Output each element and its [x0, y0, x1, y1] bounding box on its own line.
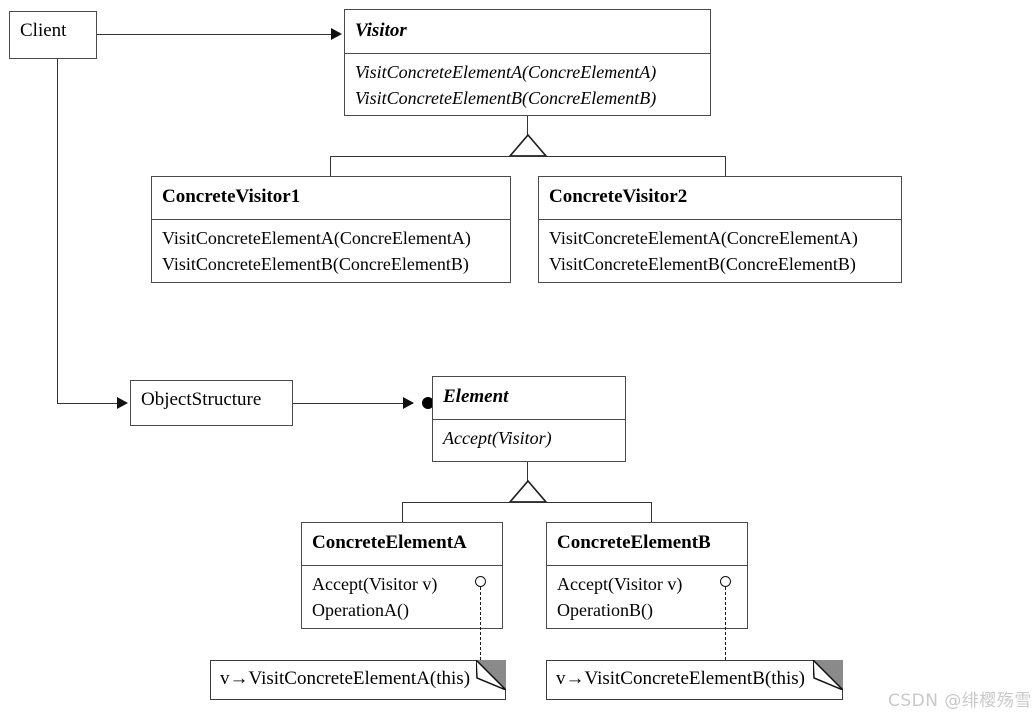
concrete-element-b-member-1: OperationB() — [557, 599, 653, 620]
concrete-visitor-2-member-0: VisitConcreteElementA(ConcreElementA) — [549, 228, 858, 248]
arrowhead-objectstructure-to-element — [403, 397, 414, 409]
class-name-concrete-visitor-2: ConcreteVisitor2 — [549, 186, 688, 207]
class-box-client[interactable]: Client — [9, 11, 97, 59]
gen-drop-concretevisitor2 — [725, 156, 726, 178]
note-anchor-circle-a — [475, 576, 486, 587]
concrete-element-a-member-0: Accept(Visitor v) — [312, 574, 438, 594]
connector-client-to-objectstructure — [57, 403, 117, 404]
gen-stem-element — [527, 462, 528, 482]
note-text-b: v→VisitConcreteElementB(this) — [556, 668, 805, 689]
concrete-element-a-member-1: OperationA() — [312, 599, 409, 620]
client-title-compartment: Client — [10, 12, 96, 49]
class-name-concrete-element-a: ConcreteElementA — [312, 532, 467, 553]
class-name-concrete-visitor-1: ConcreteVisitor1 — [162, 186, 301, 207]
concrete-visitor-1-member-0: VisitConcreteElementA(ConcreElementA) — [162, 228, 471, 248]
concrete-element-a-members-compartment: Accept(Visitor v) OperationA() — [302, 565, 502, 628]
concrete-visitor-1-title-compartment: ConcreteVisitor1 — [152, 177, 510, 219]
class-name-visitor: Visitor — [355, 20, 407, 41]
concrete-visitor-2-member-1: VisitConcreteElementB(ConcreElementB) — [549, 253, 856, 274]
gen-crossbar-visitor — [330, 156, 726, 157]
visitor-member-0: VisitConcreteElementA(ConcreElementA) — [355, 62, 657, 82]
visitor-title-compartment: Visitor — [345, 10, 710, 53]
concrete-element-b-member-0: Accept(Visitor v) — [557, 574, 683, 594]
gen-drop-concreteelementa — [402, 502, 403, 524]
element-title-compartment: Element — [433, 377, 625, 419]
note-fold-corner-icon-b — [813, 660, 843, 690]
class-name-element: Element — [443, 386, 509, 407]
concrete-visitor-1-members-compartment: VisitConcreteElementA(ConcreElementA) Vi… — [152, 219, 510, 282]
note-box-b[interactable]: v→VisitConcreteElementB(this) — [546, 660, 843, 700]
note-box-a[interactable]: v→VisitConcreteElementA(this) — [210, 660, 506, 700]
note-text-a: v→VisitConcreteElementA(this) — [220, 668, 471, 689]
class-box-concrete-visitor-2[interactable]: ConcreteVisitor2 VisitConcreteElementA(C… — [538, 176, 902, 283]
gen-drop-concretevisitor1 — [330, 156, 331, 178]
class-box-visitor[interactable]: Visitor VisitConcreteElementA(ConcreElem… — [344, 9, 711, 116]
connector-client-down — [57, 59, 58, 404]
class-box-element[interactable]: Element Accept(Visitor) — [432, 376, 626, 462]
class-box-object-structure[interactable]: ObjectStructure — [130, 380, 293, 426]
note-anchor-circle-b — [720, 576, 731, 587]
note-leader-a — [480, 587, 481, 660]
note-fold-corner-icon-a — [476, 660, 506, 690]
concrete-element-b-title-compartment: ConcreteElementB — [547, 523, 747, 565]
gen-crossbar-element — [402, 502, 652, 503]
gen-drop-concreteelementb — [651, 502, 652, 524]
watermark-text: CSDN @绯樱殇雪 — [888, 691, 1032, 711]
visitor-member-1: VisitConcreteElementB(ConcreElementB) — [355, 87, 657, 108]
class-box-concrete-visitor-1[interactable]: ConcreteVisitor1 VisitConcreteElementA(C… — [151, 176, 511, 283]
element-member-0: Accept(Visitor) — [443, 428, 552, 448]
note-leader-b — [725, 587, 726, 660]
arrowhead-client-to-visitor — [331, 28, 342, 40]
class-box-concrete-element-b[interactable]: ConcreteElementB Accept(Visitor v) Opera… — [546, 522, 748, 629]
concrete-visitor-2-title-compartment: ConcreteVisitor2 — [539, 177, 901, 219]
connector-objectstructure-to-element — [293, 403, 413, 404]
concrete-element-b-members-compartment: Accept(Visitor v) OperationB() — [547, 565, 747, 628]
concrete-visitor-2-members-compartment: VisitConcreteElementA(ConcreElementA) Vi… — [539, 219, 901, 282]
visitor-members-compartment: VisitConcreteElementA(ConcreElementA) Vi… — [345, 53, 710, 116]
gen-stem-visitor — [527, 116, 528, 136]
connector-client-to-visitor — [97, 34, 331, 35]
element-members-compartment: Accept(Visitor) — [433, 419, 625, 457]
arrowhead-client-to-objectstructure — [117, 397, 128, 409]
object-structure-title-compartment: ObjectStructure — [131, 381, 292, 418]
aggregation-dot-element — [422, 397, 434, 409]
class-name-client: Client — [20, 20, 67, 41]
class-name-object-structure: ObjectStructure — [141, 389, 262, 410]
concrete-visitor-1-member-1: VisitConcreteElementB(ConcreElementB) — [162, 253, 469, 274]
class-box-concrete-element-a[interactable]: ConcreteElementA Accept(Visitor v) Opera… — [301, 522, 503, 629]
class-name-concrete-element-b: ConcreteElementB — [557, 532, 711, 553]
concrete-element-a-title-compartment: ConcreteElementA — [302, 523, 502, 565]
